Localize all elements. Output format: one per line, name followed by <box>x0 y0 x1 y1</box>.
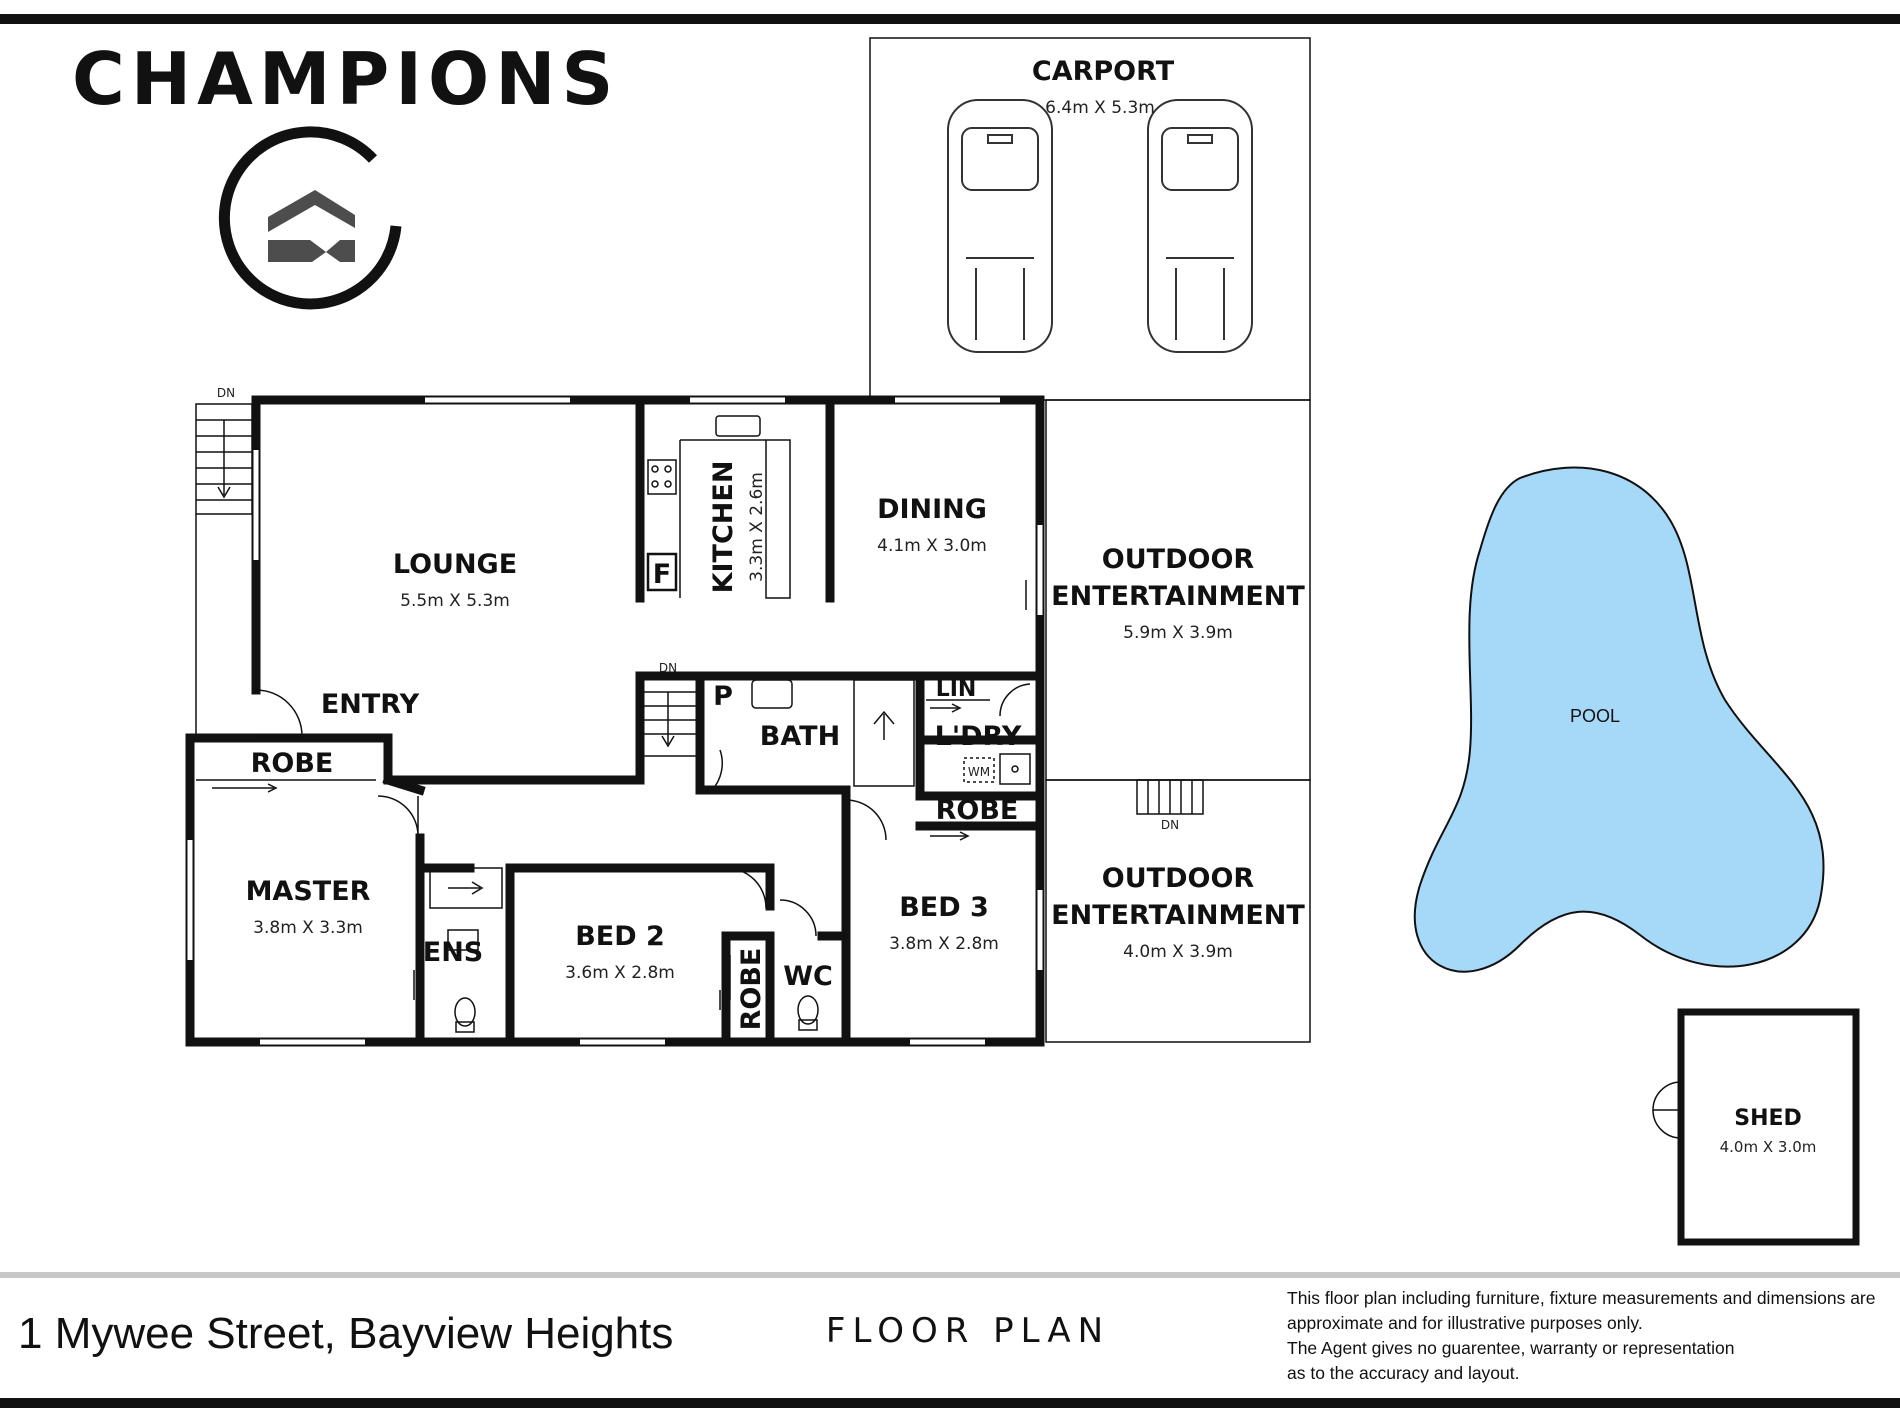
outdoor-2-label-line2: ENTERTAINMENT <box>1051 900 1305 931</box>
linen-label: LIN <box>936 677 977 702</box>
kitchen-label: KITCHEN <box>708 461 739 594</box>
outdoor-1-dims: 5.9m X 3.9m <box>1123 623 1233 643</box>
shed-door-icon <box>1652 1081 1682 1139</box>
kitchen-dims: 3.3m X 2.6m <box>747 472 767 582</box>
kitchen-fixtures <box>646 415 791 599</box>
robe-sliders <box>196 580 1034 1010</box>
carport-label: CARPORT <box>1032 56 1175 87</box>
door-swings <box>255 683 1031 937</box>
ensuite-label: ENS <box>423 937 484 968</box>
windows <box>187 397 1043 1045</box>
floor-plan-title: FLOOR PLAN <box>826 1311 1110 1351</box>
bed2-label: BED 2 <box>575 921 665 952</box>
robe-bed3-label: ROBE <box>936 795 1019 826</box>
hall-stairs-down-marker: DN <box>659 661 677 675</box>
entry-label: ENTRY <box>321 689 420 720</box>
outdoor-2-label-line1: OUTDOOR <box>1102 863 1255 894</box>
disclaimer-line-1: This floor plan including furniture, fix… <box>1287 1288 1876 1308</box>
laundry-label: L'DRY <box>935 721 1022 752</box>
shed-outline <box>1677 1008 1860 1246</box>
pool-label: POOL <box>1570 706 1620 726</box>
outdoor-1-label-line1: OUTDOOR <box>1102 544 1255 575</box>
car-right-icon <box>1147 99 1253 353</box>
outdoor-stairs-down-marker: DN <box>1161 818 1179 832</box>
robe-master-label: ROBE <box>251 748 334 779</box>
outdoor-stairs <box>1136 779 1204 815</box>
fridge-label: F <box>653 559 671 590</box>
pool-shape <box>1413 466 1825 973</box>
pantry-label: P <box>713 681 733 712</box>
brand-name: CHAMPIONS <box>72 37 619 121</box>
top-border <box>0 14 1900 24</box>
hall-stairs <box>639 677 701 757</box>
washing-machine-marker: WM <box>968 765 990 779</box>
carport-outline <box>869 37 1311 401</box>
bed3-dims: 3.8m X 2.8m <box>889 934 999 954</box>
robe-bed2-label: ROBE <box>736 948 767 1031</box>
shed-label: SHED <box>1734 1106 1802 1131</box>
bed3-label: BED 3 <box>899 892 989 923</box>
master-label: MASTER <box>246 876 371 907</box>
front-stairs <box>195 403 253 735</box>
bed2-dims: 3.6m X 2.8m <box>565 963 675 983</box>
bottom-border <box>0 1398 1900 1408</box>
car-left-icon <box>947 99 1053 353</box>
brand-logo-mark <box>218 126 402 310</box>
disclaimer-line-3: The Agent gives no guarentee, warranty o… <box>1287 1338 1735 1358</box>
bathroom-fixtures <box>429 679 1031 1033</box>
lounge-label: LOUNGE <box>393 549 517 580</box>
lounge-dims: 5.5m X 5.3m <box>400 591 510 611</box>
house-walls <box>185 395 1045 1047</box>
disclaimer-line-4: as to the accuracy and layout. <box>1287 1363 1520 1383</box>
front-stairs-down-marker: DN <box>217 386 235 400</box>
outdoor-1-label-line2: ENTERTAINMENT <box>1051 581 1305 612</box>
disclaimer-line-2: approximate and for illustrative purpose… <box>1287 1313 1643 1333</box>
bath-label: BATH <box>760 721 840 752</box>
property-address: 1 Mywee Street, Bayview Heights <box>18 1309 673 1358</box>
outdoor-2-dims: 4.0m X 3.9m <box>1123 942 1233 962</box>
carport-dims: 6.4m X 5.3m <box>1045 98 1155 118</box>
wc-label: WC <box>783 961 833 992</box>
dining-label: DINING <box>877 494 987 525</box>
shed-dims: 4.0m X 3.0m <box>1720 1138 1817 1156</box>
dining-dims: 4.1m X 3.0m <box>877 536 987 556</box>
master-dims: 3.8m X 3.3m <box>253 918 363 938</box>
footer-divider <box>0 1272 1900 1278</box>
